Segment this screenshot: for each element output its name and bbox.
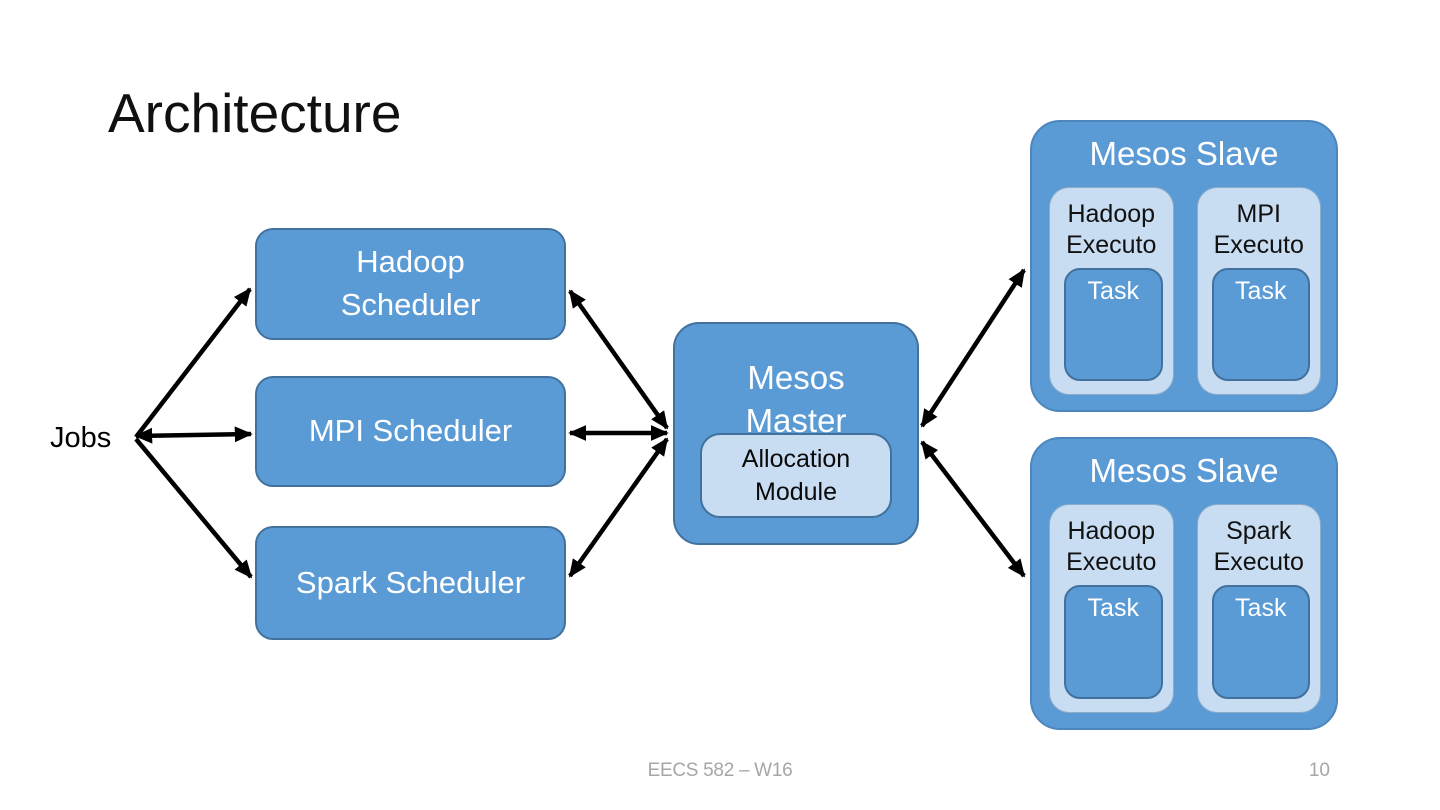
hadoop-scheduler-label: Hadoop Scheduler (340, 244, 481, 322)
task-label: Task (1087, 594, 1139, 622)
spark-scheduler-box: Spark Scheduler (255, 526, 566, 640)
task-box: Task (1064, 268, 1163, 381)
slave-bottom-executors: Hadoop Executo Task Spark Executo Task (1049, 504, 1321, 713)
spark-scheduler-label: Spark Scheduler (295, 564, 526, 600)
arrow-spark-scheduler-master (568, 437, 669, 578)
mesos-slave-bottom-title: Mesos Slave (1089, 452, 1279, 489)
arrow-master-slave-top (920, 268, 1026, 428)
hadoop-executor-label: Hadoop Executo (1066, 200, 1157, 259)
slave-top-executors: Hadoop Executo Task MPI Executo Task (1049, 187, 1321, 395)
mesos-master-box: Mesos Master Allocation Module (673, 322, 919, 545)
hadoop-scheduler-box: Hadoop Scheduler (255, 228, 566, 340)
hadoop-executor-box: Hadoop Executo Task (1049, 187, 1174, 395)
allocation-module-box: Allocation Module (700, 433, 892, 518)
mpi-executor-label: MPI Executo (1213, 200, 1304, 259)
task-box: Task (1211, 585, 1310, 699)
task-label: Task (1235, 277, 1287, 305)
mpi-executor-box: MPI Executo Task (1196, 187, 1321, 395)
hadoop-executor-box: Hadoop Executo Task (1049, 504, 1174, 713)
arrow-jobs-mpi-scheduler (134, 426, 253, 444)
arrow-jobs-spark-scheduler (134, 437, 253, 579)
jobs-label: Jobs (50, 422, 112, 454)
mesos-slave-top-title: Mesos Slave (1089, 135, 1279, 172)
task-label: Task (1087, 277, 1139, 305)
arrow-master-slave-bottom (920, 440, 1026, 578)
arrow-hadoop-scheduler-master (568, 289, 669, 430)
arrow-jobs-hadoop-scheduler (134, 287, 252, 439)
spark-executor-label: Spark Executo (1213, 517, 1304, 576)
mpi-scheduler-label: MPI Scheduler (308, 413, 513, 449)
task-label: Task (1235, 594, 1287, 622)
footer-course-label: EECS 582 – W16 (647, 760, 793, 781)
spark-executor-box: Spark Executo Task (1196, 504, 1321, 713)
mesos-slave-top-box: Mesos Slave Hadoop Executo Task MPI Exec… (1030, 120, 1338, 412)
allocation-module-label: Allocation Module (741, 445, 851, 506)
hadoop-executor-label: Hadoop Executo (1066, 517, 1157, 576)
mpi-scheduler-box: MPI Scheduler (255, 376, 566, 487)
task-box: Task (1211, 268, 1310, 381)
task-box: Task (1064, 585, 1163, 699)
footer-page-number: 10 (1308, 760, 1330, 781)
mesos-slave-bottom-box: Mesos Slave Hadoop Executo Task Spark Ex… (1030, 437, 1338, 730)
slide-title: Architecture (108, 82, 402, 144)
mesos-master-title: Mesos Master (745, 359, 847, 439)
